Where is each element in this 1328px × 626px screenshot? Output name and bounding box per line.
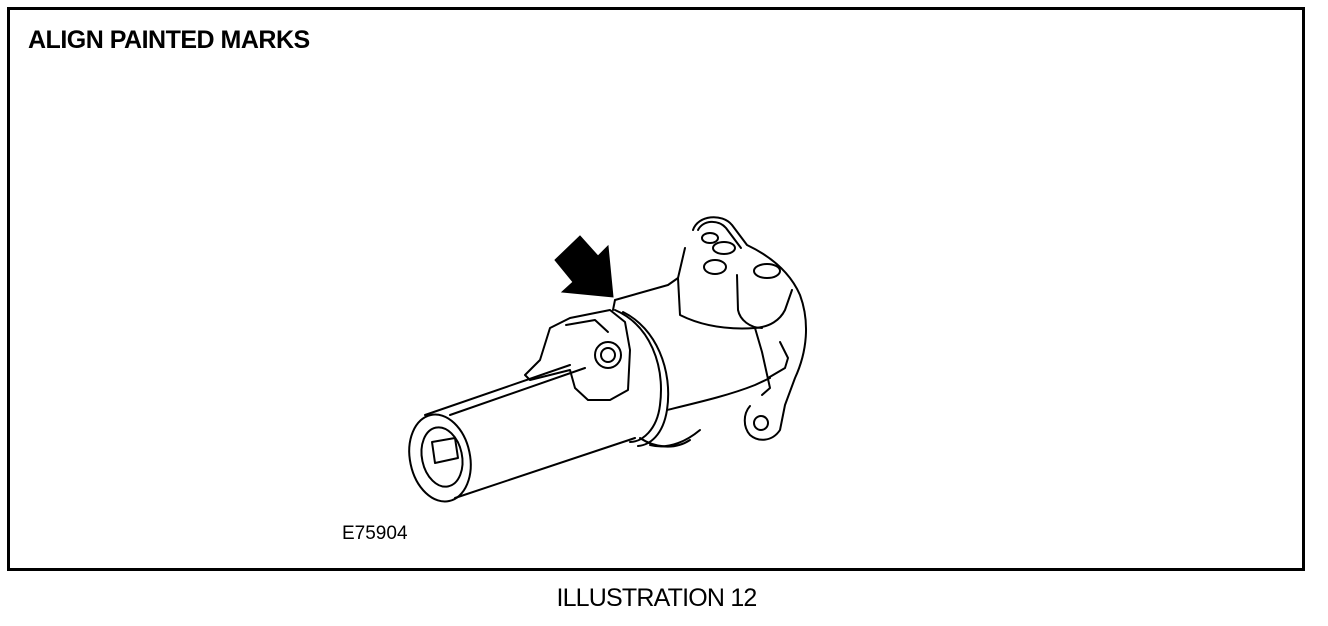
clamp-bracket: [524, 309, 631, 401]
clamp-bolt: [594, 341, 622, 369]
flange-hole-3: [703, 259, 727, 275]
flange-hole-2: [712, 241, 736, 255]
flange-hole-1: [701, 232, 719, 244]
tube-end: [408, 413, 472, 503]
illustration-title: ALIGN PAINTED MARKS: [28, 26, 310, 54]
illustration-caption: ILLUSTRATION 12: [556, 584, 757, 612]
arrow-icon: [554, 235, 614, 298]
figure-code: E75904: [342, 523, 408, 544]
mounting-flange: [692, 216, 808, 441]
housing-body: [677, 247, 793, 330]
flange-lower-hole: [753, 415, 769, 431]
main-tube: [424, 364, 571, 416]
illustration-frame: ALIGN PAINTED MARKS: [7, 7, 1305, 571]
steering-column-drawing: [408, 216, 808, 503]
collar-ring: [614, 309, 662, 443]
flange-hole-4: [753, 263, 781, 279]
